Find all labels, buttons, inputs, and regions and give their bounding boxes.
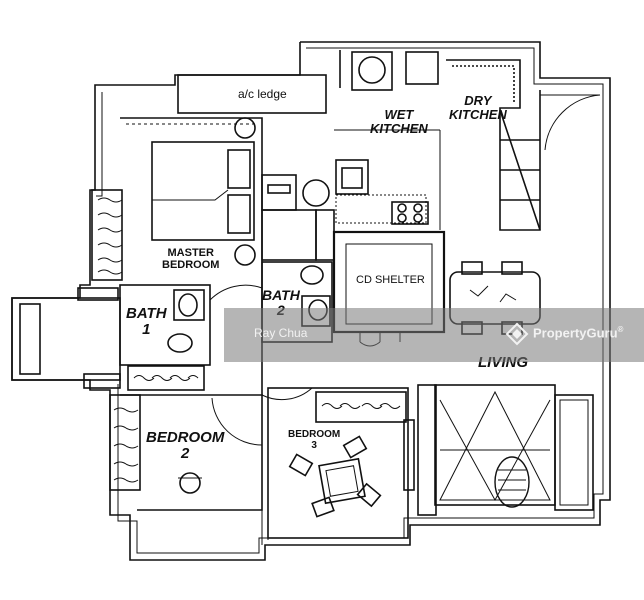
- propertyguru-logo-icon: [505, 322, 529, 346]
- label-bedroom2: BEDROOM 2: [146, 429, 225, 462]
- watermark-brand-mark: ®: [617, 325, 624, 334]
- study-table: [318, 457, 366, 505]
- outer-wall: [11, 41, 611, 561]
- master-bed: [151, 141, 255, 241]
- label-bedroom3: BEDROOM 3: [288, 429, 341, 451]
- label-master-bedroom: MASTER BEDROOM: [162, 247, 220, 271]
- label-wet-kitchen: WET KITCHEN: [370, 107, 428, 136]
- outer-wall-inner: [117, 47, 604, 554]
- sofa: [554, 394, 594, 511]
- label-bath1: BATH 1: [126, 305, 167, 338]
- watermark-brand-text: PropertyGuru: [533, 325, 618, 341]
- label-cd-shelter: CD SHELTER: [356, 274, 425, 286]
- watermark-author: Ray Chua: [254, 326, 308, 340]
- watermark-band: [224, 308, 644, 362]
- label-dry-kitchen: DRY KITCHEN: [449, 93, 507, 122]
- watermark-brand: PropertyGuru®: [533, 325, 623, 340]
- label-ac-ledge: a/c ledge: [238, 87, 287, 101]
- ac-ledge: [177, 74, 327, 114]
